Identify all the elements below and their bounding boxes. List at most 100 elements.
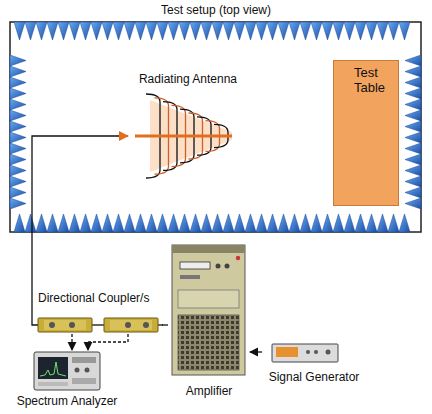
absorber-cones [344,214,355,232]
test-table: Test Table [333,60,399,206]
absorber-cones [245,22,256,40]
coupler-port [49,322,55,328]
coupler-port [125,322,131,328]
panel [178,290,239,308]
absorber-cones [10,121,26,132]
coupler-port [69,322,75,328]
absorber-cones [124,214,135,232]
knob [314,350,318,354]
cable-connector [88,334,128,350]
coupler-node: Directional Coupler/s [30,290,162,334]
absorber-cones [10,143,26,154]
node-label: Radiating Antenna [128,72,248,86]
absorber-cones [366,22,377,40]
absorber-cones [366,214,377,232]
absorber-cones [69,214,80,232]
absorber-cones [10,88,26,99]
absorber-cones [157,214,168,232]
knob [75,368,80,373]
absorber-cones [10,99,26,110]
cable [92,324,104,325]
chamber-wall [10,22,421,232]
absorber-cones [355,214,366,232]
power-lamp [236,256,240,260]
absorber-cones [168,22,179,40]
absorber-cones [399,22,410,40]
absorber-cones [267,214,278,232]
absorber-cones [405,55,421,66]
absorber-cones [190,22,201,40]
cable-connector [162,324,168,325]
absorber-cones [405,132,421,143]
absorber-cones [10,55,26,66]
absorber-cones [36,214,47,232]
absorber-cones [399,214,410,232]
output-port [326,350,331,355]
absorber-cones [223,214,234,232]
coupler-body [38,318,92,332]
absorber-cones [146,22,157,40]
absorber-cones [405,165,421,176]
absorber-cones [201,22,212,40]
absorber-cones [212,22,223,40]
absorber-cones [300,22,311,40]
absorber-cones [10,176,26,187]
absorber-cones [179,22,190,40]
absorber-cones [322,22,333,40]
cable-connector [250,351,262,352]
knob [225,264,230,269]
absorber-cones [201,214,212,232]
absorber-cones [405,99,421,110]
absorber-cones [355,22,366,40]
node-label: Amplifier [168,384,250,398]
display [180,262,210,269]
generator-body [272,344,338,362]
absorber-cones [405,88,421,99]
absorber-cones [190,214,201,232]
absorber-cones [146,214,157,232]
absorber-cones [405,66,421,77]
absorber-cones [14,22,25,40]
absorber-cones [157,22,168,40]
absorber-cones [278,22,289,40]
absorber-cones [333,22,344,40]
signal-generator [272,344,338,362]
analyzer-screen [38,357,68,379]
absorber-cones [256,214,267,232]
coupler-face [110,320,152,330]
absorber-cones [388,22,399,40]
absorber-cones [405,198,421,209]
keypad [72,357,96,363]
cable-connector [32,136,128,290]
absorber-cones [91,22,102,40]
analyzer-body [34,352,100,390]
absorber-cones [212,214,223,232]
absorber-cones [10,187,26,198]
absorber-cones [80,214,91,232]
cabinet-top [172,245,245,253]
absorber-cones [388,214,399,232]
spectrum-trace [40,362,66,376]
absorber-cones [102,214,113,232]
antenna-node: Radiating Antenna [128,72,248,184]
node-label: Signal Generator [262,370,366,384]
diagram-title: Test setup (top view) [0,3,432,17]
absorber-cones [377,22,388,40]
absorber-cones [58,22,69,40]
absorber-cones [405,121,421,132]
absorber-cones [10,22,421,232]
node-label: Test Table [354,65,394,95]
absorber-cones [289,22,300,40]
absorber-cones [58,214,69,232]
absorber-cones [344,22,355,40]
absorber-cones [135,22,146,40]
absorber-cones [405,176,421,187]
absorber-cones [267,22,278,40]
absorber-cones [168,214,179,232]
absorber-cones [234,214,245,232]
absorber-cones [14,214,25,232]
cable [32,290,38,325]
absorber-cones [300,214,311,232]
absorber-cones [47,22,58,40]
